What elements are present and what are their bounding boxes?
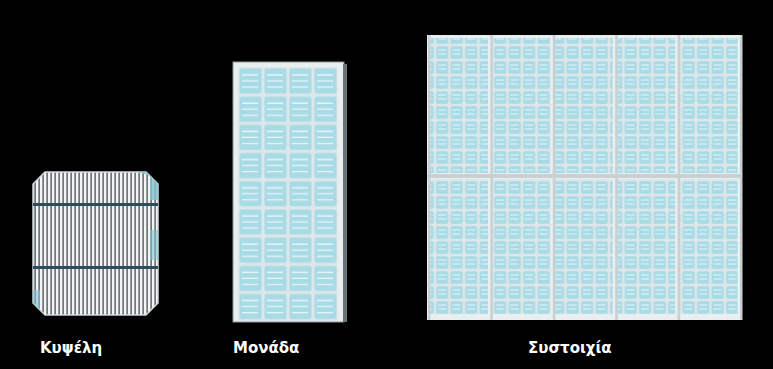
array-module: [555, 179, 613, 314]
cell-label: Κυψέλη: [40, 339, 102, 357]
frame-bar: [427, 174, 742, 178]
array-module: [680, 179, 738, 314]
array-module: [617, 38, 675, 173]
array-module: [430, 38, 488, 173]
array-module: [617, 179, 675, 314]
solar-array: [427, 35, 743, 320]
array-module: [492, 179, 550, 314]
solar-cell: [33, 172, 158, 315]
array-module: [555, 38, 613, 173]
array-module: [430, 179, 488, 314]
solar-module: [233, 62, 347, 322]
module-label: Μονάδα: [233, 339, 299, 357]
array-label: Συστοιχία: [528, 339, 612, 357]
array-module: [680, 38, 738, 173]
array-module: [492, 38, 550, 173]
